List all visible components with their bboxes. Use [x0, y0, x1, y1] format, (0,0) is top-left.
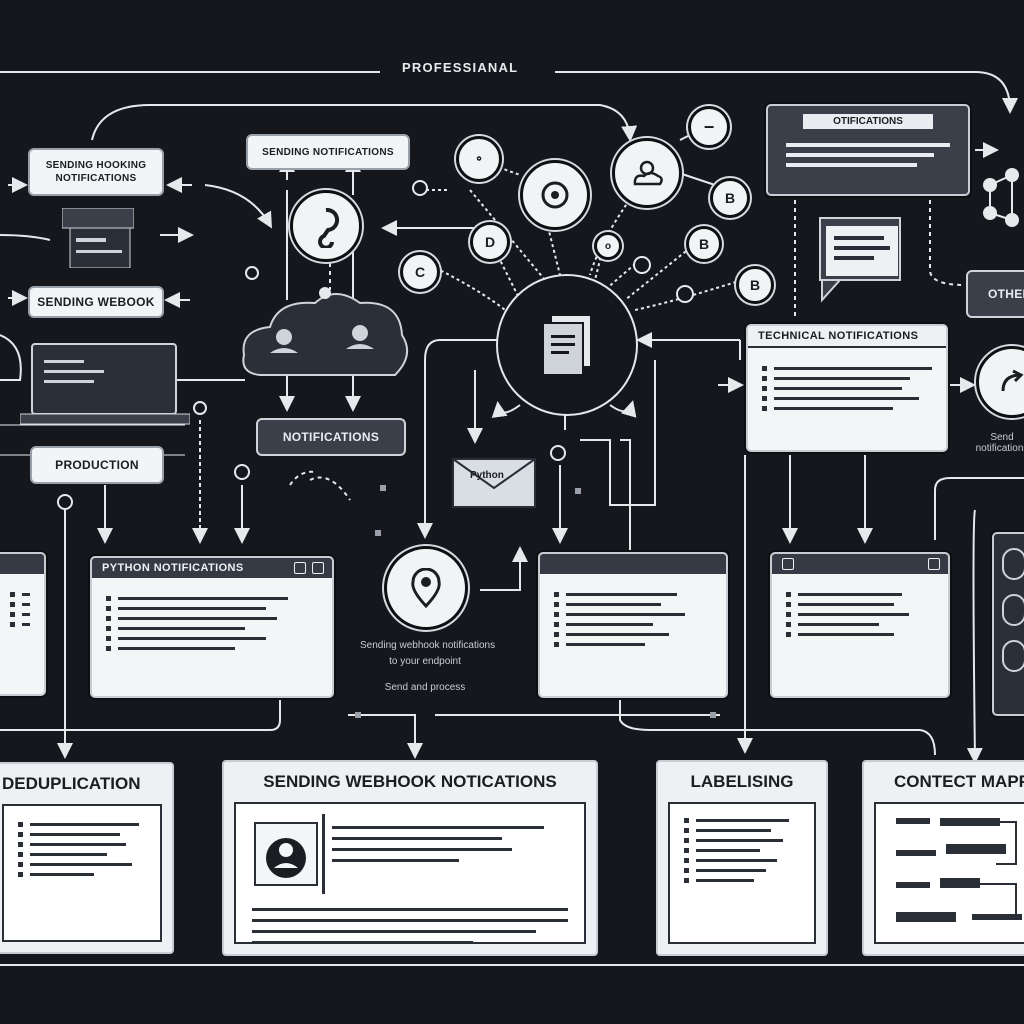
label-sending-webhook[interactable]: SENDING WEBOOK	[28, 286, 164, 318]
card-sending-webhook-notifications[interactable]: SENDING WEBHOOK NOTICATIONS	[222, 760, 598, 956]
node-circle-small-1[interactable]: ⚬	[456, 136, 502, 182]
technical-window-title: TECHNICAL NOTIFICATIONS	[758, 330, 919, 342]
python-notifications-window[interactable]: PYTHON NOTIFICATIONS	[90, 556, 334, 698]
center-list-window[interactable]	[538, 552, 728, 698]
label-production[interactable]: PRODUCTION	[30, 446, 164, 484]
mapping-flow-icon	[896, 818, 1022, 922]
card-labelising[interactable]: LABELISING	[656, 760, 828, 956]
python-window-titlebar: PYTHON NOTIFICATIONS	[92, 558, 332, 578]
hook-icon	[318, 207, 339, 248]
server-icon	[61, 207, 135, 269]
otifications-title: OTIFICATIONS	[803, 114, 933, 129]
location-node[interactable]	[384, 546, 468, 630]
card-content-mapping[interactable]: CONTECT MAPPING	[862, 760, 1024, 956]
card-deduplication[interactable]: DEDUPLICATION	[0, 762, 174, 954]
node-small-2[interactable]: o	[594, 232, 622, 260]
window-button-icon[interactable]	[928, 558, 940, 570]
pin-caption-2: to your endpoint	[389, 656, 461, 667]
diagram-title: PROFESSIANAL	[396, 60, 525, 75]
node-letter-b-1[interactable]: B	[710, 178, 750, 218]
technical-window-titlebar: TECHNICAL NOTIFICATIONS	[748, 326, 946, 348]
card-sending-webhook-title: SENDING WEBHOOK NOTICATIONS	[263, 772, 557, 791]
toggle-switch-1[interactable]	[1002, 548, 1024, 580]
cloud-user-icon	[633, 160, 663, 186]
technical-notifications-window[interactable]: TECHNICAL NOTIFICATIONS	[746, 324, 948, 452]
window-button-icon[interactable]	[294, 562, 306, 574]
pin-caption-1: Sending webhook notifications	[360, 640, 496, 651]
right-window-titlebar	[772, 554, 948, 574]
envelope-label: Python	[470, 470, 504, 481]
cloud-icon	[240, 285, 410, 380]
right-caption: Send notifications	[975, 432, 1024, 454]
node-minus-circle[interactable]: −	[688, 106, 730, 148]
documents-icon	[542, 314, 592, 376]
label-notifications[interactable]: NOTIFICATIONS	[256, 418, 406, 456]
right-list-window[interactable]	[770, 552, 950, 698]
card-deduplication-title: DEDUPLICATION	[2, 774, 141, 793]
document-hub-node[interactable]	[498, 276, 636, 414]
arrow-icon	[1001, 369, 1024, 392]
node-eye-circle[interactable]	[520, 160, 590, 230]
center-window-titlebar	[540, 554, 726, 574]
card-content-mapping-title: CONTECT MAPPING	[894, 772, 1024, 791]
node-letter-c[interactable]: C	[400, 252, 440, 292]
user-avatar-icon	[254, 822, 318, 886]
chat-bubble-icon	[812, 216, 904, 304]
node-letter-b-2[interactable]: B	[686, 226, 722, 262]
toggle-panel[interactable]	[992, 532, 1024, 716]
card-labelising-title: LABELISING	[690, 772, 794, 791]
label-other[interactable]: OTHER	[966, 270, 1024, 318]
node-cloud-circle[interactable]	[612, 138, 682, 208]
laptop-icon	[19, 342, 191, 432]
toggle-switch-2[interactable]	[1002, 594, 1024, 626]
label-sending-notifications[interactable]: SENDING HOOKING NOTIFICATIONS	[28, 148, 164, 196]
otifications-panel[interactable]: OTIFICATIONS	[766, 104, 970, 196]
python-window-title: PYTHON NOTIFICATIONS	[102, 562, 244, 574]
node-letter-d[interactable]: D	[470, 222, 510, 262]
label-sending-notifications-top[interactable]: SENDING NOTIFICATIONS	[246, 134, 410, 170]
window-button-icon[interactable]	[312, 562, 324, 574]
window-left-partial[interactable]	[0, 552, 46, 696]
pin-caption-3: Send and process	[384, 682, 466, 693]
window-button-icon[interactable]	[782, 558, 794, 570]
envelope-icon[interactable]	[452, 458, 536, 508]
location-pin-icon	[411, 568, 441, 608]
node-letter-b-3[interactable]: B	[736, 266, 774, 304]
toggle-switch-3[interactable]	[1002, 640, 1024, 672]
eye-icon	[541, 181, 569, 209]
webhook-hook-node[interactable]	[290, 190, 362, 262]
window-left-titlebar	[0, 554, 44, 574]
